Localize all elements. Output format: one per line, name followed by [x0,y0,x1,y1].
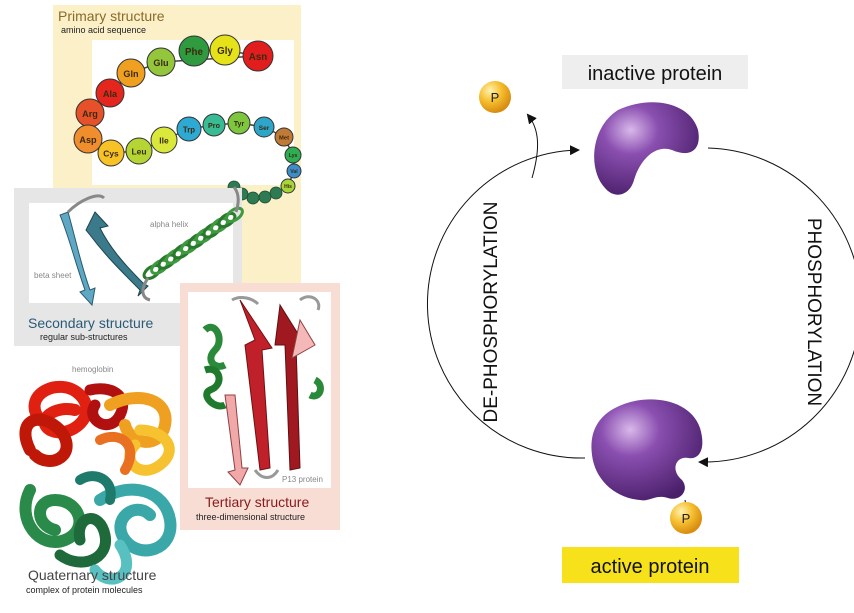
active-label-bg [562,547,739,583]
helix-turn [225,206,244,223]
tertiary-structure-panel: P13 protein Tertiary structure three-dim… [180,283,340,530]
secondary-structure-panel: alpha helix beta sheet Secondary structu… [14,186,244,346]
amino-acid-label: Ser [259,125,270,132]
amino-acid-leu: Leu [125,137,153,165]
tertiary-title: Tertiary structure [205,494,309,510]
quaternary-protein-label: hemoglobin [72,365,113,374]
amino-acid-label: Asn [249,52,267,63]
active-protein-shape [591,399,703,501]
amino-acid-label: Glu [153,58,168,68]
amino-acid-label: Lys [289,153,298,159]
amino-acid-lys: Lys [284,146,302,164]
amino-acid-pro: Pro [202,113,226,137]
primary-title: Primary structure [58,8,165,24]
active-protein-label: active protein [591,556,710,578]
amino-acid-label: Arg [82,109,98,119]
amino-acid-label: Tyr [234,120,245,128]
phosphate-released: P [479,81,511,113]
amino-acid-label: Ile [159,136,169,146]
amino-acid-phe: Phe [178,35,210,67]
phosphorylation-label: PHOSPHORYLATION [803,218,824,406]
amino-acid-val: Val [286,163,302,179]
quaternary-structure: hemoglobin Quaternary structure complex … [19,365,177,595]
amino-acid-met: Met [274,127,294,147]
amino-acid-label: Met [279,136,289,142]
tertiary-subtitle: three-dimensional structure [196,512,305,522]
alpha-helix [141,186,244,302]
amino-acid-label: Leu [131,147,146,157]
amino-acid-label: Trp [183,125,195,134]
inactive-protein-shape [594,102,699,195]
amino-acid-glu: Glu [146,47,176,77]
dephosphorylation-label: DE-PHOSPHORYLATION [481,201,502,422]
amino-acid-ile: Ile [150,126,178,154]
dephosphorylation-arrow [426,145,586,459]
primary-structure-panel: Primary structure amino acid sequence Ph… [53,5,302,290]
quaternary-title: Quaternary structure [28,567,157,583]
amino-acid-ser: Ser [253,116,275,138]
phosphorylation-arrow [698,147,854,468]
tertiary-protein-label: P13 protein [282,475,323,484]
phosphate-attached-symbol: P [682,511,691,526]
amino-acid-label: Ala [103,89,118,99]
amino-acid-label: Asp [79,135,97,145]
chain-bead [258,190,272,204]
beta-sheet-strand [59,211,96,307]
primary-subtitle: amino acid sequence [61,25,146,35]
secondary-subtitle: regular sub-structures [40,332,128,342]
secondary-title: Secondary structure [28,315,153,331]
phosphate-attached: P [670,502,702,534]
amino-acid-asn: Asn [242,40,274,72]
amino-acid-ala: Ala [95,78,125,108]
alpha-helix-label: alpha helix [150,220,188,229]
amino-acid-label: Gln [123,69,138,79]
amino-acid-label: Pro [208,122,221,130]
inactive-protein-label: inactive protein [588,63,723,85]
amino-acid-trp: Trp [176,116,202,142]
amino-acid-label: His [284,184,292,190]
amino-acid-label: Cys [103,149,119,159]
phosphorylation-cycle: inactive protein active protein P P PHOS… [426,55,854,583]
amino-acid-arg: Arg [75,98,105,128]
phosphate-release-arrow [526,113,539,179]
chain-bead [246,191,260,205]
amino-acid-cys: Cys [97,139,125,167]
quaternary-subtitle: complex of protein molecules [26,585,143,595]
chain-bead [269,186,283,200]
amino-acid-gly: Gly [209,34,241,66]
beta-sheet-label: beta sheet [34,271,72,280]
amino-acid-label: Phe [185,47,203,58]
amino-acid-asp: Asp [73,124,103,154]
amino-acid-his: His [280,178,296,194]
phosphate-released-symbol: P [491,90,500,105]
amino-acid-tyr: Tyr [227,111,251,135]
inactive-label-bg [562,55,748,89]
amino-acid-label: Gly [217,46,233,57]
amino-acid-label: Val [290,169,298,175]
helix-turn [217,211,237,229]
amino-acid-gln: Gln [116,58,146,88]
